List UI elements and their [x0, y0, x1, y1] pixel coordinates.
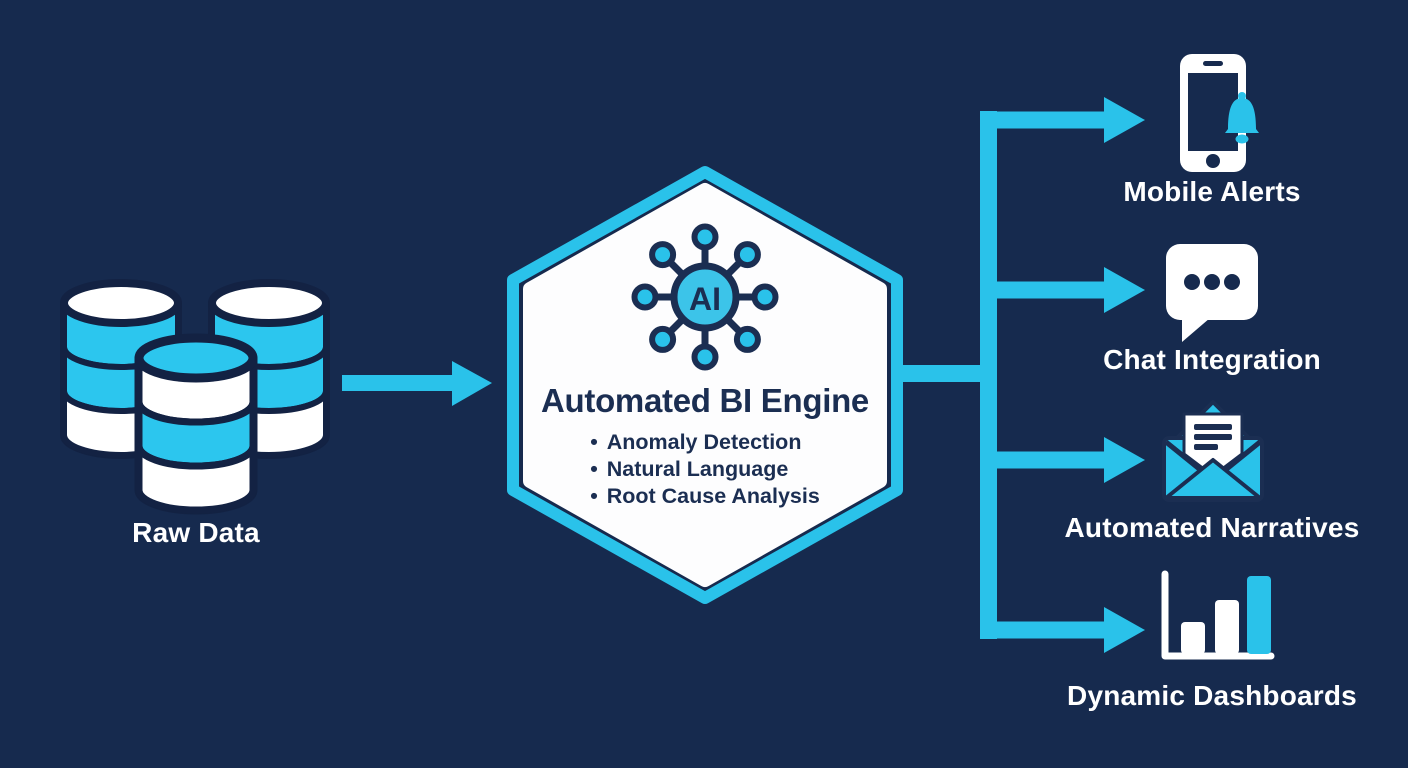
automated-narratives-label: Automated Narratives	[1064, 512, 1360, 543]
phone-home-button	[1206, 154, 1220, 168]
dynamic-dashboards-icon	[1161, 570, 1275, 660]
ai-network-nodes	[631, 223, 779, 371]
chart-bar-medium	[1215, 600, 1239, 654]
bell-icon	[1225, 92, 1259, 144]
chat-typing-dots	[1184, 274, 1240, 290]
bullet-icon: •	[590, 430, 598, 454]
dynamic-dashboards-label: Dynamic Dashboards	[1067, 680, 1357, 711]
engine-output-connector	[893, 365, 988, 382]
feature-anomaly-detection: •Anomaly Detection	[590, 430, 802, 454]
bullet-icon: •	[590, 484, 598, 508]
ai-network-icon: AI	[631, 223, 779, 371]
output-trunk-line	[980, 111, 997, 639]
chart-bar-small	[1181, 622, 1205, 654]
chart-axes	[1161, 570, 1275, 660]
envelope-front-fold	[1164, 458, 1262, 500]
branch-arrow-dynamic-dashboards	[980, 607, 1145, 653]
engine-title: Automated BI Engine	[541, 382, 869, 419]
chat-integration-label: Chat Integration	[1103, 344, 1321, 375]
hexagon-outer-border	[507, 166, 903, 604]
phone-speaker	[1203, 61, 1223, 66]
branch-arrow-automated-narratives	[980, 437, 1145, 483]
branch-arrow-mobile-alerts	[980, 97, 1145, 143]
letter-page	[1182, 412, 1244, 478]
chat-bubble-tail	[1182, 314, 1210, 342]
database-stack-icon	[60, 279, 330, 515]
automated-narratives-icon	[1162, 400, 1264, 502]
database-cylinder-front	[134, 333, 258, 515]
feature-root-cause-analysis: •Root Cause Analysis	[590, 484, 820, 508]
mobile-alerts-label: Mobile Alerts	[1123, 176, 1301, 207]
bullet-icon: •	[590, 457, 598, 481]
chart-bar-tall	[1247, 576, 1271, 654]
chat-integration-icon	[1166, 244, 1258, 342]
hexagon-inner-panel	[523, 183, 887, 587]
engine-feature-list: •Anomaly Detection •Natural Language •Ro…	[505, 429, 905, 510]
source-to-engine-arrow	[342, 361, 492, 406]
raw-data-label: Raw Data	[132, 517, 260, 548]
feature-natural-language: •Natural Language	[590, 457, 789, 481]
branch-arrow-chat-integration	[980, 267, 1145, 313]
ai-core-circle	[670, 262, 740, 332]
letter-text-lines	[1194, 424, 1232, 450]
mobile-alerts-icon	[1180, 54, 1259, 172]
ai-core-label: AI	[689, 281, 721, 317]
